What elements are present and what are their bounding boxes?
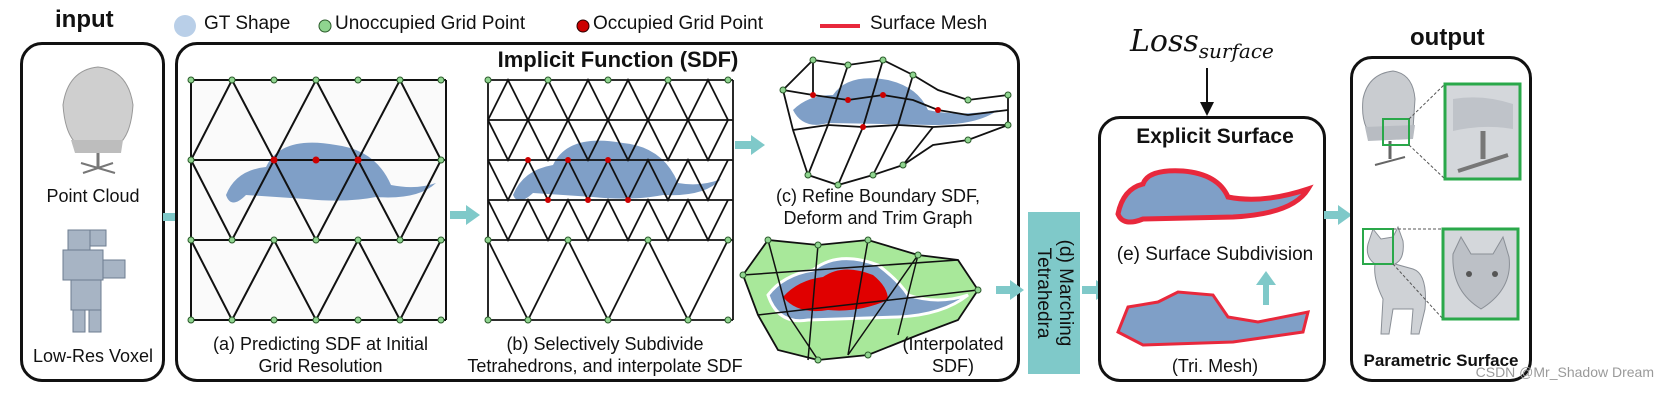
output-title: output: [1410, 24, 1485, 51]
label-b: (b) Selectively Subdivide Tetrahedrons, …: [467, 334, 743, 376]
point-cloud-label: Point Cloud: [46, 186, 140, 206]
explicit-shape-top: [1115, 168, 1314, 225]
arrow-implicit-to-marching: [996, 280, 1024, 300]
arrow-b-to-c: [735, 135, 765, 155]
label-interpolated: (Interpolated SDF): [902, 334, 1004, 376]
arrow-a-to-b: [450, 205, 480, 225]
arrow-e-up: [1256, 271, 1276, 305]
shape-c: [793, 78, 998, 125]
voxel-dog: [62, 229, 126, 333]
legend-unoccupied: Unoccupied Grid Point: [335, 13, 526, 34]
shape-a: [226, 142, 436, 203]
label-a: (a) Predicting SDF at Initial Grid Resol…: [212, 334, 429, 376]
unoccupied-point-swatch: [318, 19, 332, 33]
output-panel: Parametric Surface: [1350, 56, 1532, 382]
legend-markers: [174, 15, 860, 37]
loss-label: Losssurface: [1130, 24, 1274, 63]
graph-c: [779, 56, 1012, 189]
voxel-label: Low-Res Voxel: [32, 346, 154, 366]
explicit-title: Explicit Surface: [1136, 125, 1294, 148]
label-c: (c) Refine Boundary SDF, Deform and Trim…: [775, 186, 981, 228]
explicit-shape-bottom: [1116, 290, 1311, 347]
grid-b: [484, 76, 734, 324]
output-dog: [1362, 225, 1520, 335]
tri-mesh-label: (Tri. Mesh): [1171, 356, 1259, 376]
legend-surface-mesh: Surface Mesh: [870, 13, 988, 34]
loss-arrow-down: [1200, 68, 1214, 116]
marching-tetrahedra-box: (d) Marching Tetrahedra: [1028, 212, 1080, 374]
legend: GT Shape Unoccupied Grid Point Occupied …: [170, 8, 1050, 42]
output-illustrations: [1362, 70, 1522, 335]
legend-occupied: Occupied Grid Point: [593, 13, 764, 34]
shape-b: [513, 140, 721, 201]
label-e: (e) Surface Subdivision: [1116, 244, 1314, 265]
arrow-explicit-to-output: [1324, 205, 1352, 225]
interpolated-sdf: [739, 236, 982, 364]
input-illustrations: [62, 66, 134, 333]
input-title: input: [55, 6, 114, 33]
input-panel: Point Cloud Low-Res Voxel: [20, 42, 165, 382]
explicit-panel: Explicit Surface (e) Surface Subdivision…: [1098, 116, 1326, 382]
point-cloud-chair: [62, 66, 134, 174]
occupied-point-swatch: [576, 19, 590, 33]
output-chair: [1362, 70, 1522, 181]
legend-gt-shape: GT Shape: [204, 13, 291, 34]
implicit-panel: Implicit Function (SDF) (a) Predicting S…: [175, 42, 1020, 382]
watermark: CSDN @Mr_Shadow Dream: [1475, 364, 1654, 380]
grid-a: [187, 76, 447, 324]
gt-shape-swatch: [174, 15, 196, 37]
output-caption: Parametric Surface: [1363, 351, 1519, 370]
implicit-title: Implicit Function (SDF): [497, 47, 739, 72]
